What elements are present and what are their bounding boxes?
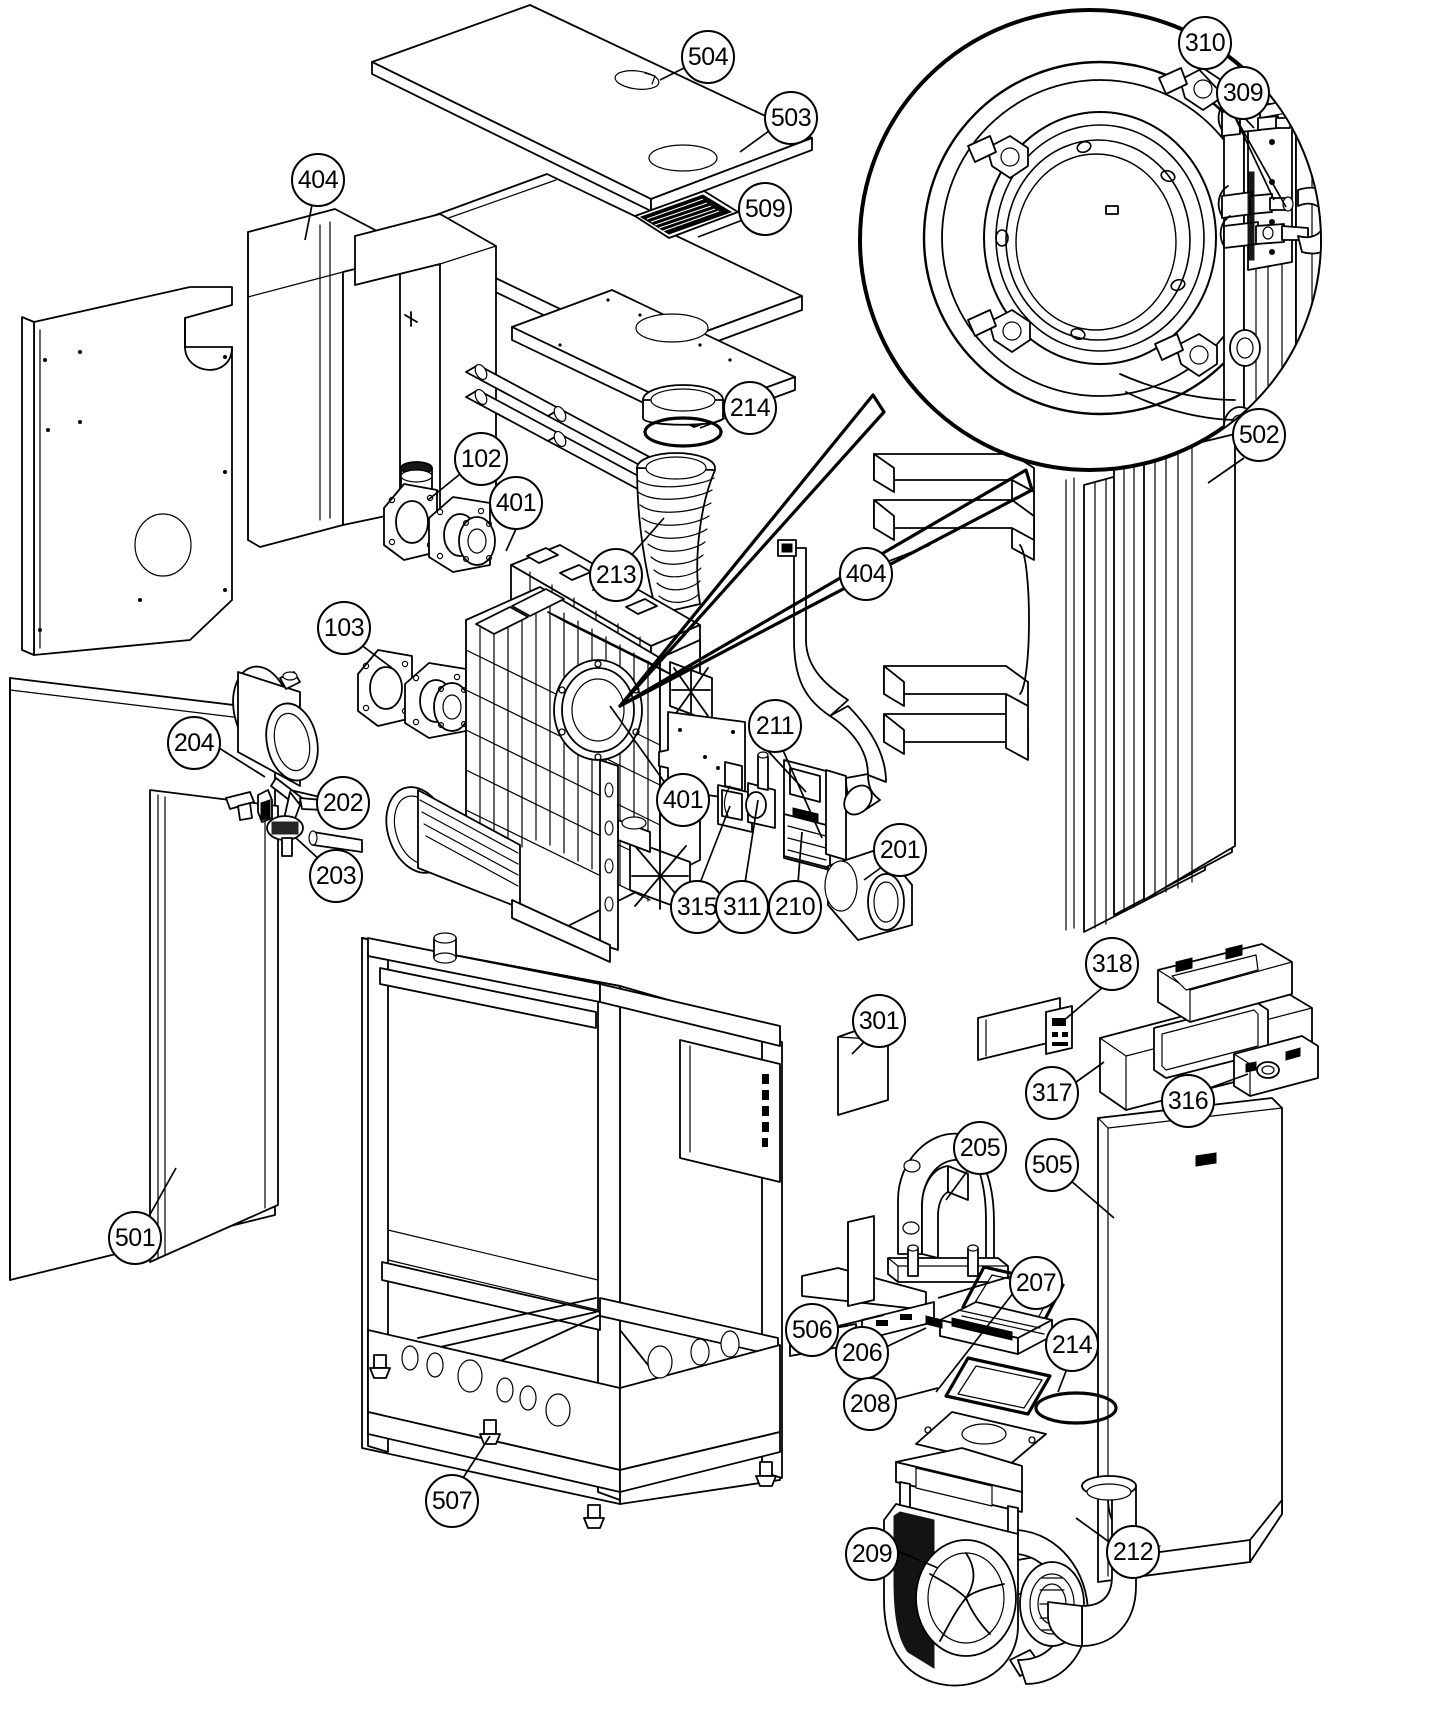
- callout-204[interactable]: 204: [167, 716, 221, 770]
- callout-207[interactable]: 207: [1009, 1256, 1063, 1310]
- callout-401-lower[interactable]: 401: [656, 773, 710, 827]
- callout-316[interactable]: 316: [1161, 1074, 1215, 1128]
- callout-214-lower[interactable]: 214: [1045, 1318, 1099, 1372]
- callout-506[interactable]: 506: [785, 1303, 839, 1357]
- callout-401-upper[interactable]: 401: [489, 476, 543, 530]
- callout-503[interactable]: 503: [764, 91, 818, 145]
- supply-connection-102: [383, 461, 496, 573]
- callout-103[interactable]: 103: [317, 601, 371, 655]
- callout-504[interactable]: 504: [681, 30, 735, 84]
- callout-404-right[interactable]: 404: [839, 547, 893, 601]
- callout-317[interactable]: 317: [1025, 1066, 1079, 1120]
- small-fittings-group: [225, 665, 363, 857]
- callout-210[interactable]: 210: [768, 880, 822, 934]
- front-door-505: [1097, 1097, 1283, 1583]
- callout-211[interactable]: 211: [748, 699, 802, 753]
- callout-501[interactable]: 501: [108, 1211, 162, 1265]
- callout-310[interactable]: 310: [1178, 16, 1232, 70]
- callout-208[interactable]: 208: [843, 1377, 897, 1431]
- callout-205[interactable]: 205: [953, 1121, 1007, 1175]
- cabinet-frame: [361, 932, 889, 1529]
- callout-309[interactable]: 309: [1216, 66, 1270, 120]
- callout-201[interactable]: 201: [873, 823, 927, 877]
- callout-102[interactable]: 102: [454, 432, 508, 486]
- flue-duct-213-214: [636, 384, 724, 615]
- callout-212[interactable]: 212: [1106, 1525, 1160, 1579]
- callout-203[interactable]: 203: [309, 849, 363, 903]
- right-panel-502: [1083, 433, 1236, 933]
- return-connection-103: [357, 649, 471, 739]
- callout-509[interactable]: 509: [738, 182, 792, 236]
- callout-502[interactable]: 502: [1232, 408, 1286, 462]
- callout-214-upper[interactable]: 214: [723, 381, 777, 435]
- leveling-foot: [369, 1354, 391, 1379]
- callout-213[interactable]: 213: [589, 548, 643, 602]
- left-side-panel-upper: [21, 286, 233, 656]
- control-panel-assembly: [977, 943, 1319, 1111]
- blower-assembly-group: [789, 1132, 1137, 1687]
- left-side-panel-lower-501: [9, 677, 279, 1281]
- callout-505[interactable]: 505: [1025, 1138, 1079, 1192]
- callout-404-left[interactable]: 404: [291, 153, 345, 207]
- insulation-shroud-left: [247, 208, 497, 548]
- callout-507[interactable]: 507: [425, 1474, 479, 1528]
- callout-209[interactable]: 209: [845, 1527, 899, 1581]
- callout-311[interactable]: 311: [715, 880, 769, 934]
- callout-318[interactable]: 318: [1085, 937, 1139, 991]
- control-components-group: [658, 539, 913, 941]
- callout-301[interactable]: 301: [852, 994, 906, 1048]
- callout-206[interactable]: 206: [835, 1326, 889, 1380]
- callout-202[interactable]: 202: [316, 776, 370, 830]
- insulation-shroud-right-404: [873, 453, 1075, 931]
